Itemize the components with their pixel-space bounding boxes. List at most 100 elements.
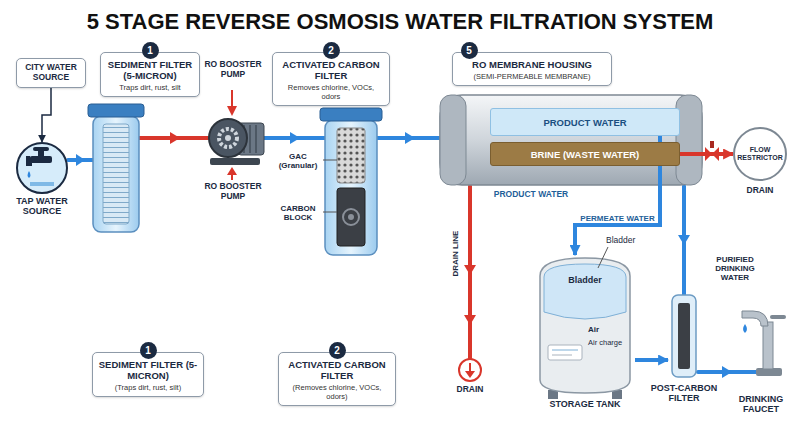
- pump-label: RO BOOSTER PUMP: [202, 60, 264, 80]
- pump-label: RO BOOSTER PUMP: [200, 182, 266, 202]
- flow-connector: [635, 358, 668, 362]
- callout-heading: SEDIMENT FILTER (5-MICRON): [98, 360, 198, 382]
- callout-heading: ACTIVATED CARBON FILTER: [284, 360, 390, 382]
- component-callout: 5RO MEMBRANE HOUSING(SEMI-PERMEABLE MEMB…: [452, 52, 612, 86]
- callout-heading: CITY WATER SOURCE: [22, 63, 80, 83]
- component-callout: 1SEDIMENT FILTER (5-MICRON)Traps dirt, r…: [100, 52, 200, 97]
- membrane-housing: [440, 95, 466, 185]
- stream-label: BRINE (WASTE WATER): [531, 149, 640, 160]
- stream-label: PRODUCT WATER: [486, 190, 576, 200]
- carbon-filter: [320, 108, 382, 255]
- booster-pump: [255, 125, 257, 153]
- post-carbon-filter: [678, 303, 690, 369]
- callout-number: 2: [329, 342, 346, 359]
- connector-label: PERMEATE WATER: [578, 214, 656, 223]
- drinking-faucet: [743, 324, 747, 333]
- post-carbon-filter: [672, 295, 696, 377]
- flow-arrow: [722, 366, 732, 378]
- flow-arrow: [76, 154, 85, 166]
- carbon-filter: [323, 160, 337, 161]
- drain-label: DRAIN: [445, 385, 495, 395]
- drain-valve: [459, 359, 481, 381]
- component-label: STORAGE TANK: [523, 399, 647, 409]
- restrictor-valve: [705, 141, 719, 161]
- component-shape: BladderAirAir chargeSTORAGE TANK: [535, 255, 635, 395]
- carbon-filter: [337, 128, 365, 183]
- tap-icon: [17, 143, 67, 193]
- restrictor-label: FLOW RESTRICTOR: [737, 146, 783, 161]
- storage-tank: [544, 264, 626, 319]
- callout-body: Traps dirt, rust, silt: [106, 83, 194, 92]
- tap-icon: [26, 156, 32, 166]
- drain-valve: [459, 359, 481, 381]
- component-band: BRINE (WASTE WATER): [490, 142, 680, 166]
- component-ring: TAP WATER SOURCE: [16, 142, 68, 194]
- flow-arrow: [464, 265, 476, 275]
- tap-icon: [33, 147, 49, 151]
- sediment-filter: [88, 104, 144, 232]
- drain-valve: [469, 363, 471, 372]
- drain-label: DRAIN: [735, 186, 785, 196]
- flow-arrow: [678, 235, 690, 245]
- membrane-housing: [676, 95, 702, 185]
- callout-number: 1: [142, 42, 159, 59]
- media-label: GAC (Granular): [276, 152, 320, 170]
- tap-icon: [30, 156, 52, 163]
- membrane-housing: [440, 95, 702, 185]
- tap-icon: [28, 171, 31, 178]
- carbon-filter: [337, 188, 365, 246]
- booster-pump: [209, 90, 264, 180]
- drinking-faucet: [742, 311, 786, 376]
- tap-icon: [17, 143, 67, 193]
- component-label: TAP WATER SOURCE: [6, 196, 78, 217]
- component-box: CITY WATER SOURCE: [16, 58, 86, 88]
- media-label: CARBON BLOCK: [276, 204, 320, 222]
- storage-tank: [552, 350, 578, 351]
- callout-body: (Traps dirt, rust, silt): [98, 383, 198, 392]
- callout-heading: RO MEMBRANE HOUSING: [458, 60, 606, 71]
- booster-pump: [210, 158, 260, 165]
- carbon-filter: [343, 209, 359, 225]
- storage-tank: [540, 247, 630, 399]
- membrane-housing: [440, 95, 702, 185]
- drinking-faucet: [763, 322, 773, 369]
- booster-pump: [231, 90, 233, 108]
- flow-arrow: [290, 132, 300, 144]
- component-callout: 2ACTIVATED CARBON FILTERRemoves chlorine…: [272, 52, 390, 106]
- component-circ: FLOW RESTRICTOR: [733, 127, 787, 181]
- carbon-filter: [325, 120, 377, 255]
- booster-pump: [227, 106, 237, 116]
- stream-label: PRODUCT WATER: [543, 117, 626, 128]
- drain-valve: [465, 371, 475, 378]
- water-label: PURIFIED DRINKING WATER: [703, 255, 767, 283]
- storage-tank: [598, 247, 608, 268]
- flow-arrow: [170, 132, 180, 144]
- post-carbon-filter: [672, 295, 696, 377]
- callout-body: (SEMI-PERMEABLE MEMBRANE): [458, 72, 606, 81]
- component-shape: POST-CARBON FILTER: [668, 295, 700, 379]
- callout-heading: ACTIVATED CARBON FILTER: [278, 60, 384, 82]
- carbon-filter: [320, 108, 382, 121]
- tap-icon: [30, 182, 54, 186]
- tap-icon: [38, 150, 44, 157]
- booster-pump: [225, 135, 231, 141]
- component-callout: 2ACTIVATED CARBON FILTER(Removes chlorin…: [278, 352, 396, 406]
- callout-number: 5: [461, 42, 478, 59]
- tank-label: Air: [588, 325, 599, 334]
- restrictor-valve: [710, 141, 714, 148]
- component-label: POST-CARBON FILTER: [646, 383, 722, 404]
- diagram-title: 5 STAGE REVERSE OSMOSIS WATER FILTRATION…: [0, 9, 800, 35]
- booster-pump: [249, 125, 251, 153]
- component-band: PRODUCT WATER: [490, 108, 680, 136]
- flow-arrow: [405, 132, 415, 144]
- sediment-filter: [103, 124, 129, 224]
- part-label: Bladder: [606, 236, 648, 246]
- tank-label: Bladder: [535, 275, 635, 285]
- storage-tank: [552, 355, 572, 356]
- sediment-filter: [93, 116, 139, 232]
- callout-number: 1: [140, 342, 157, 359]
- flow-connector: [42, 88, 51, 142]
- flow-connector: [680, 152, 733, 156]
- component-callout: 1SEDIMENT FILTER (5-MICRON)(Traps dirt, …: [92, 352, 204, 397]
